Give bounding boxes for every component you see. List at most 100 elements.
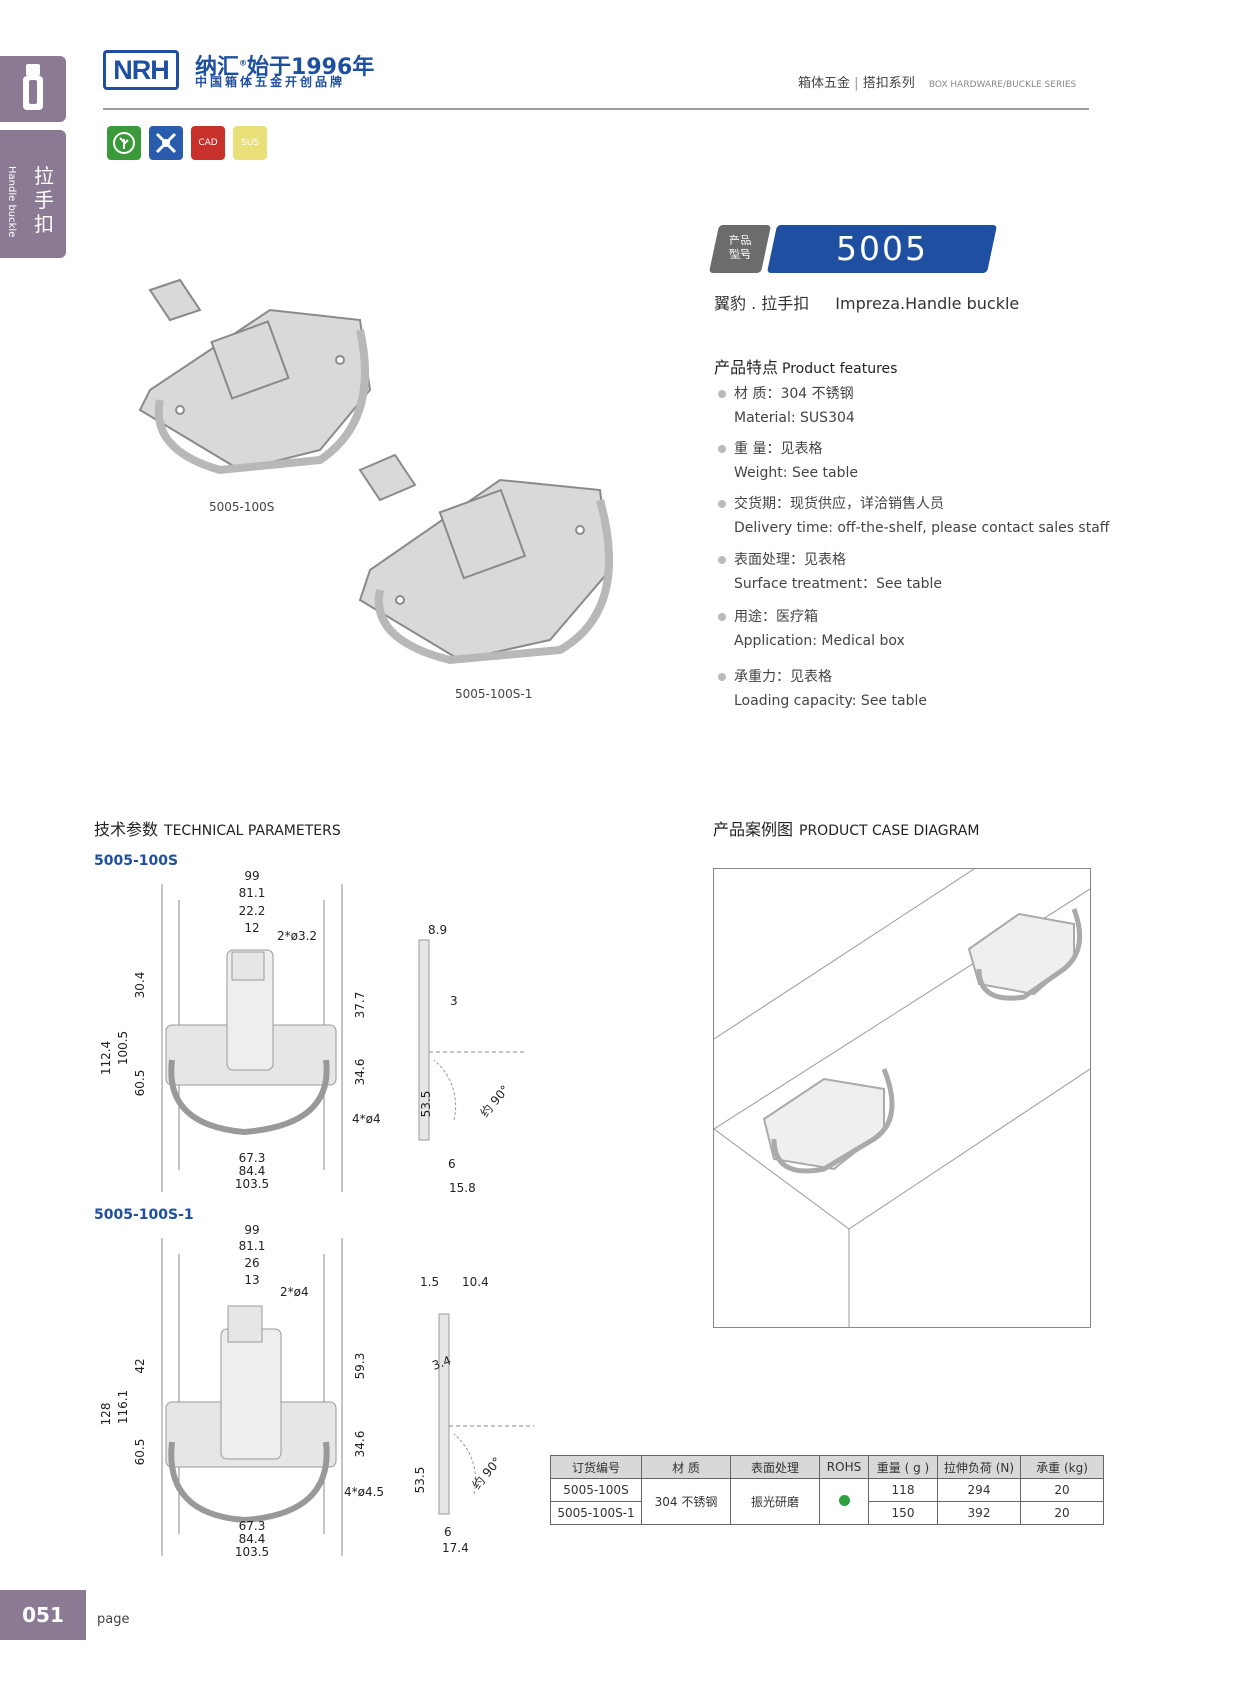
dim-label: 3.4: [430, 1353, 453, 1373]
dim-label: 17.4: [442, 1541, 469, 1555]
technical-drawing-1: 99 81.1 22.2 12 2*ø3.2 112.4 100.5 30.4 …: [99, 870, 524, 1195]
spec-table: 订货编号 材 质 表面处理 ROHS 重量 ( g ) 拉伸负荷 (N) 承重 …: [550, 1455, 1104, 1525]
feature-item: 重 量：见表格 Weight: See table: [718, 437, 858, 485]
model-tag: 产品型号: [708, 225, 772, 273]
capacity-cell: 20: [1020, 1501, 1104, 1525]
table-row: 5005-100S-1 150 392 20: [550, 1501, 1104, 1525]
dim-label: 15.8: [449, 1181, 476, 1195]
dim-label: 6: [448, 1157, 456, 1171]
dim-label: 59.3: [353, 1353, 367, 1380]
dim-label: 103.5: [235, 1177, 269, 1191]
dim-label: 42: [133, 1358, 147, 1373]
breadcrumb-item: 搭扣系列: [862, 76, 915, 91]
table-header: ROHS: [819, 1455, 869, 1479]
dim-label: 6: [444, 1525, 452, 1539]
dim-label: 37.7: [353, 992, 367, 1019]
brand-logo: NRH: [103, 50, 179, 90]
category-breadcrumb: 箱体五金 | 搭扣系列 BOX HARDWARE/BUCKLE SERIES: [798, 76, 1077, 91]
load-cell: 392: [937, 1501, 1021, 1525]
photo-caption: 5005-100S: [209, 500, 275, 514]
table-header: 承重 (kg): [1020, 1455, 1104, 1479]
table-header: 订货编号: [550, 1455, 642, 1479]
table-header: 重量 ( g ): [868, 1455, 938, 1479]
handle-buckle-icon: [23, 64, 43, 110]
dim-label: 81.1: [239, 886, 266, 900]
sidebar-top-tab: [0, 56, 66, 122]
dim-label: 约 90°: [477, 1082, 512, 1120]
brand-name: 纳汇®始于1996年: [195, 55, 375, 80]
order-code: 5005-100S-1: [550, 1501, 642, 1525]
dim-label: 53.5: [413, 1467, 427, 1494]
dim-label: 13: [244, 1273, 259, 1287]
table-header-row: 订货编号 材 质 表面处理 ROHS 重量 ( g ) 拉伸负荷 (N) 承重 …: [550, 1455, 1104, 1479]
technical-drawing-2: 99 81.1 26 13 2*ø4 128 116.1 42 60.5 59.…: [99, 1224, 534, 1559]
dim-label: 4*ø4: [352, 1112, 381, 1126]
dim-label: 12: [244, 921, 259, 935]
rohs-cell: [819, 1478, 869, 1525]
dim-label: 53.5: [419, 1091, 433, 1118]
weight-cell: 150: [868, 1501, 938, 1525]
tools-icon: [149, 126, 183, 160]
table-header: 拉伸负荷 (N): [937, 1455, 1021, 1479]
sidebar-tab-label-en: Handle buckle: [6, 166, 17, 238]
table-header: 表面处理: [730, 1455, 820, 1479]
drawing-label: 5005-100S: [94, 853, 179, 869]
breadcrumb-item: 箱体五金: [798, 76, 851, 91]
breadcrumb-en: BOX HARDWARE/BUCKLE SERIES: [928, 80, 1077, 90]
dim-label: 100.5: [116, 1031, 130, 1065]
load-cell: 294: [937, 1478, 1021, 1502]
dim-label: 67.3: [239, 1519, 266, 1533]
dim-label: 30.4: [133, 972, 147, 999]
dim-label: 26: [244, 1256, 259, 1270]
dim-label: 34.6: [353, 1431, 367, 1458]
material-cell: 304 不锈钢: [641, 1478, 731, 1525]
dim-label: 128: [99, 1403, 113, 1426]
buckle-photo-100S-1: [358, 453, 613, 665]
table-row: 5005-100S 304 不锈钢 振光研磨 118 294 20: [550, 1478, 1104, 1525]
product-photos: [138, 278, 613, 665]
dim-label: 34.6: [353, 1059, 367, 1086]
rohs-compliant-icon: [838, 1494, 850, 1506]
model-number: 5005: [766, 225, 998, 273]
dim-label: 112.4: [99, 1041, 113, 1075]
dim-label: 2*ø4: [280, 1285, 309, 1299]
dim-label: 10.4: [462, 1275, 489, 1289]
dim-label: 约 90°: [469, 1454, 504, 1492]
dim-label: 4*ø4.5: [344, 1485, 384, 1499]
dim-label: 99: [244, 870, 259, 883]
dim-label: 3: [450, 994, 458, 1008]
header-divider: [103, 108, 1089, 110]
order-code: 5005-100S: [550, 1478, 642, 1502]
page-number: 051: [0, 1590, 86, 1640]
dim-label: 67.3: [239, 1151, 266, 1165]
case-diagram: [713, 868, 1091, 1328]
brand-tagline: 中国箱体五金开创品牌: [195, 75, 346, 89]
dim-label: 22.2: [239, 904, 266, 918]
dim-label: 1.5: [420, 1275, 439, 1289]
cad-icon: CAD: [191, 126, 225, 160]
table-header: 材 质: [641, 1455, 731, 1479]
case-illustration: [713, 868, 1091, 1327]
sidebar-category-tab[interactable]: [0, 130, 66, 258]
dim-label: 8.9: [428, 923, 447, 937]
page-word: page: [97, 1612, 130, 1627]
sus-icon: SUS: [233, 126, 267, 160]
sidebar-tab-label-cn: 拉手扣: [34, 164, 54, 236]
dim-label: 84.4: [239, 1164, 266, 1178]
weight-cell: 118: [868, 1478, 938, 1502]
dim-label: 116.1: [116, 1390, 130, 1424]
dim-label: 81.1: [239, 1239, 266, 1253]
eco-icon: [107, 126, 141, 160]
drawing-label: 5005-100S-1: [94, 1207, 194, 1223]
photo-caption: 5005-100S-1: [455, 687, 533, 701]
dim-label: 84.4: [239, 1532, 266, 1546]
